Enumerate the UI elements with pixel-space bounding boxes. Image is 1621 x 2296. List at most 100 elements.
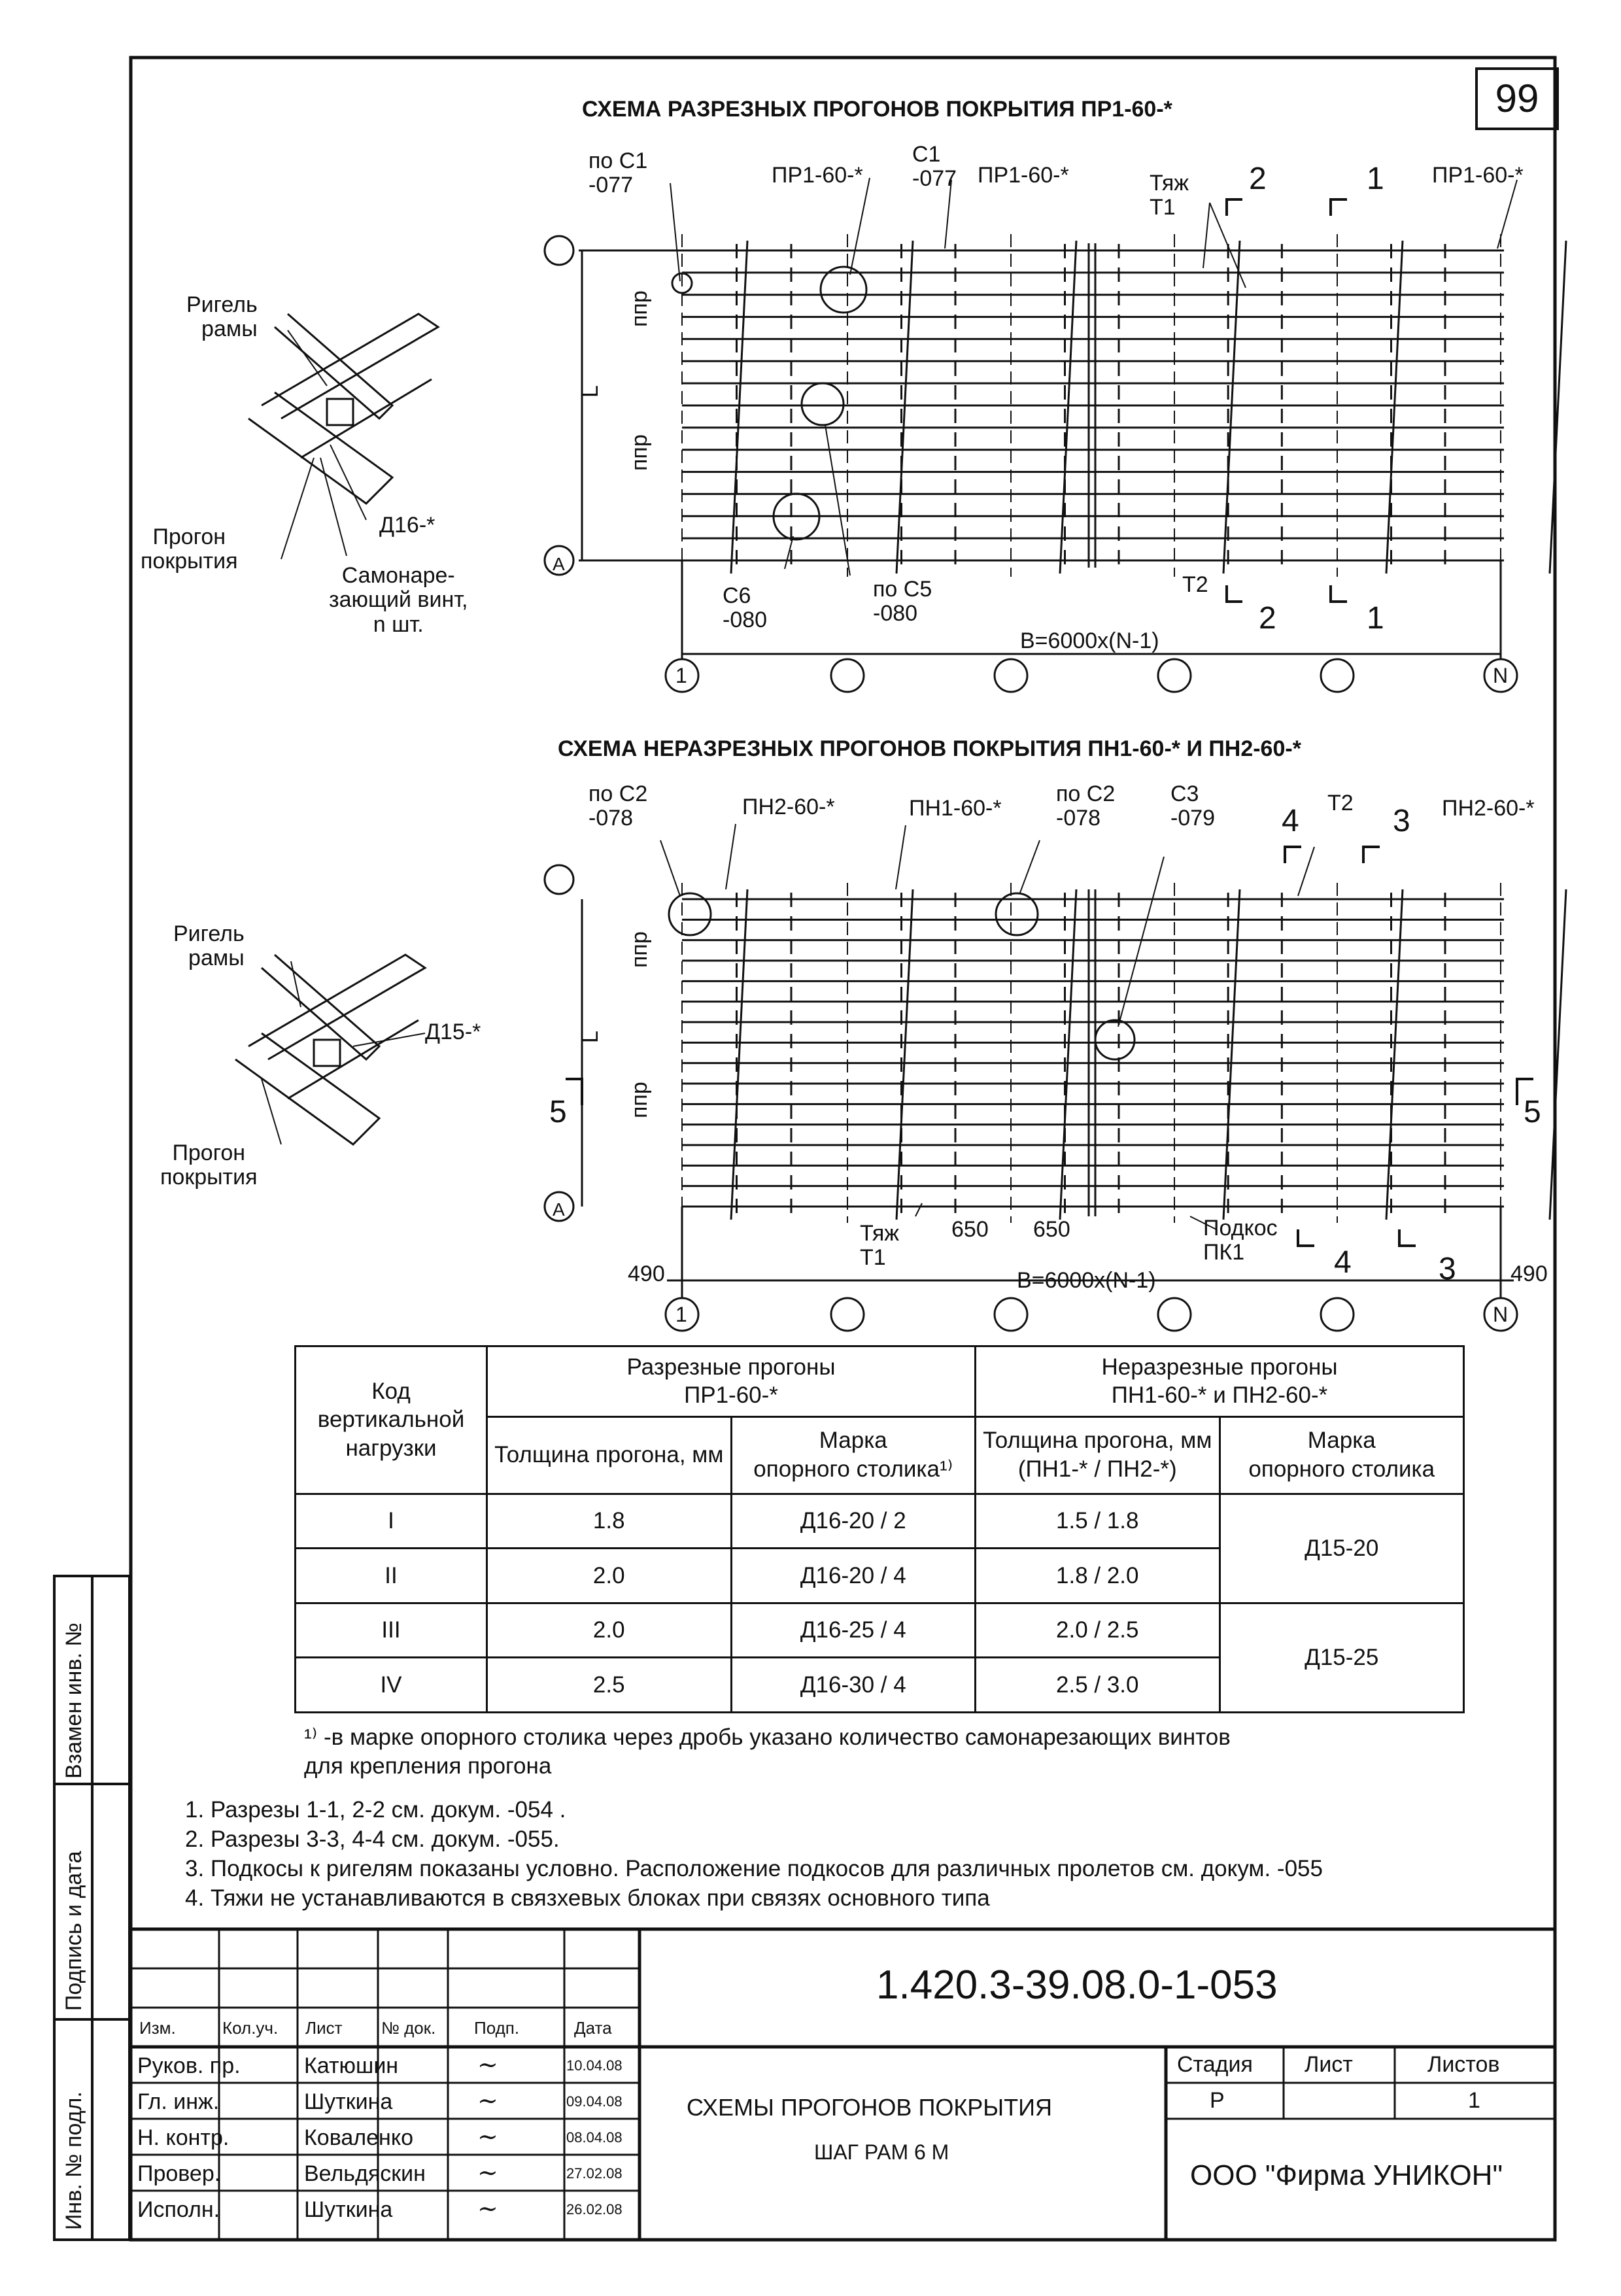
tb-signature: ~	[477, 2122, 498, 2151]
tb-role: Исполн.	[137, 2197, 220, 2222]
column-axis-marker	[1320, 1297, 1355, 1332]
tb-date: 10.04.08	[566, 2057, 623, 2074]
tb-date: 08.04.08	[566, 2129, 623, 2146]
scheme1-label: 1	[1367, 162, 1384, 196]
scheme1-brace	[895, 240, 914, 574]
tb-signature: ~	[477, 2050, 498, 2079]
page-number: 99	[1495, 77, 1539, 120]
note: 1. Разрезы 1-1, 2-2 см. докум. -054 .	[185, 1797, 566, 1823]
leader	[287, 330, 328, 386]
leader	[1209, 202, 1246, 288]
column-axis-marker	[1320, 658, 1355, 693]
leader	[825, 424, 851, 576]
scheme1-label: ПР1-60-*	[978, 163, 1069, 188]
scheme1-title: СХЕМА РАЗРЕЗНЫХ ПРОГОНОВ ПОКРЫТИЯ ПР1-60…	[582, 97, 1172, 122]
scheme1-label: по С5 -080	[873, 577, 932, 626]
page-frame	[129, 56, 1557, 2242]
scheme1-label: ппр	[627, 290, 652, 327]
scheme2-label: 650	[1033, 1217, 1070, 1242]
scheme1-label: по С1 -077	[589, 148, 648, 198]
section-mark	[1362, 846, 1380, 863]
row-cont-thickness: 1.8 / 2.0	[974, 1547, 1221, 1604]
row-mark: Д16-25 / 4	[730, 1602, 976, 1659]
tb-name: Шуткина	[304, 2089, 393, 2114]
leader	[261, 1078, 282, 1145]
tb-sheets-value: 1	[1468, 2088, 1480, 2113]
section-mark	[1284, 846, 1301, 863]
axis-marker	[543, 864, 575, 895]
section-mark	[1329, 198, 1347, 216]
scheme2-label: L	[578, 1031, 603, 1043]
scheme1-label: ппр	[627, 434, 652, 471]
scheme2-brace	[895, 889, 914, 1220]
row-cont-thickness: 2.0 / 2.5	[974, 1602, 1221, 1659]
detail-circle	[668, 892, 712, 936]
scheme1-label: С1 -077	[912, 142, 957, 192]
side-stamp-box	[91, 2018, 131, 2241]
tb-name: Коваленко	[304, 2125, 413, 2150]
scheme2-brace	[1548, 889, 1567, 1220]
scheme1-label: Т2	[1182, 572, 1208, 597]
row-group-mark: Д15-20	[1218, 1492, 1465, 1604]
iso-joint-2-edge	[287, 1019, 419, 1100]
iso2-table-label: Д15-*	[425, 1019, 481, 1044]
leader	[915, 1203, 923, 1217]
scheme2-brace	[1385, 889, 1404, 1220]
scheme2-label: 3	[1439, 1252, 1456, 1286]
notes: 1. Разрезы 1-1, 2-2 см. докум. -054 . 2.…	[185, 1795, 1323, 1913]
scheme2-brace	[1222, 889, 1241, 1220]
column-axis-marker	[1157, 1297, 1192, 1332]
tb-sheet-label: Лист	[1305, 2052, 1353, 2077]
tb-date: 26.02.08	[566, 2201, 623, 2218]
scheme2-label: Тяж Т1	[860, 1221, 900, 1271]
leader	[281, 457, 315, 560]
scheme2-label: С3 -079	[1170, 781, 1216, 831]
scheme2-label: по С2 -078	[589, 781, 648, 831]
scheme1-label: L	[578, 385, 603, 398]
scheme1-label: 2	[1249, 162, 1267, 196]
load-table: Код вертикальной нагрузки Разрезные прог…	[294, 1345, 1465, 1714]
tb-signature: ~	[477, 2158, 498, 2187]
document-code: 1.420.3-39.08.0-1-053	[876, 1962, 1278, 2008]
column-axis-marker	[830, 658, 865, 693]
th-split-mark: Марка опорного столика¹⁾	[730, 1415, 976, 1495]
iso1-screw-label: Самонаре- зающий винт, n шт.	[329, 563, 468, 637]
scheme1-label: С6 -080	[723, 583, 768, 633]
leader	[660, 840, 681, 897]
row-mark: Д16-20 / 4	[730, 1547, 976, 1604]
scheme1-brace	[1385, 240, 1404, 574]
detail-circle	[819, 266, 868, 314]
row-axis-letter: А	[553, 1199, 565, 1220]
leader	[1019, 840, 1040, 893]
iso1-table-label: Д16-*	[379, 513, 435, 538]
scheme2-label: 4	[1282, 804, 1299, 838]
side-stamp-box	[91, 1783, 131, 2021]
scheme2-label: 4	[1334, 1245, 1352, 1280]
note: 2. Разрезы 3-3, 4-4 см. докум. -055.	[185, 1826, 560, 1852]
column-axis-marker	[993, 658, 1029, 693]
scheme2-label: Подкос ПК1	[1203, 1216, 1278, 1265]
detail-circle	[772, 492, 821, 541]
scheme2-label: ппр	[627, 931, 652, 968]
leader	[670, 182, 681, 282]
leader	[330, 444, 367, 521]
leader	[320, 457, 347, 557]
iso-joint-1-purlin	[248, 391, 394, 505]
tb-sheets-label: Листов	[1427, 2052, 1500, 2077]
detail-circle	[1094, 1019, 1136, 1061]
tb-head-col: № док.	[381, 2018, 436, 2038]
iso2-progon-label: Прогон покрытия	[160, 1140, 258, 1190]
detail-circle	[800, 382, 845, 426]
leader	[352, 1033, 426, 1047]
tb-role: Гл. инж.	[137, 2089, 220, 2114]
iso-joint-1-table	[326, 398, 354, 426]
scheme2-label: 5	[549, 1095, 567, 1129]
row-code: III	[294, 1602, 488, 1659]
tb-role: Руков. пр.	[137, 2053, 241, 2078]
scheme1-brace	[1059, 240, 1078, 574]
leader	[1497, 179, 1518, 249]
scheme2-label: ПН2-60-*	[742, 795, 835, 819]
side-stamp-label: Инв. № подл.	[61, 2091, 86, 2230]
scheme2-label: 490	[628, 1261, 665, 1286]
